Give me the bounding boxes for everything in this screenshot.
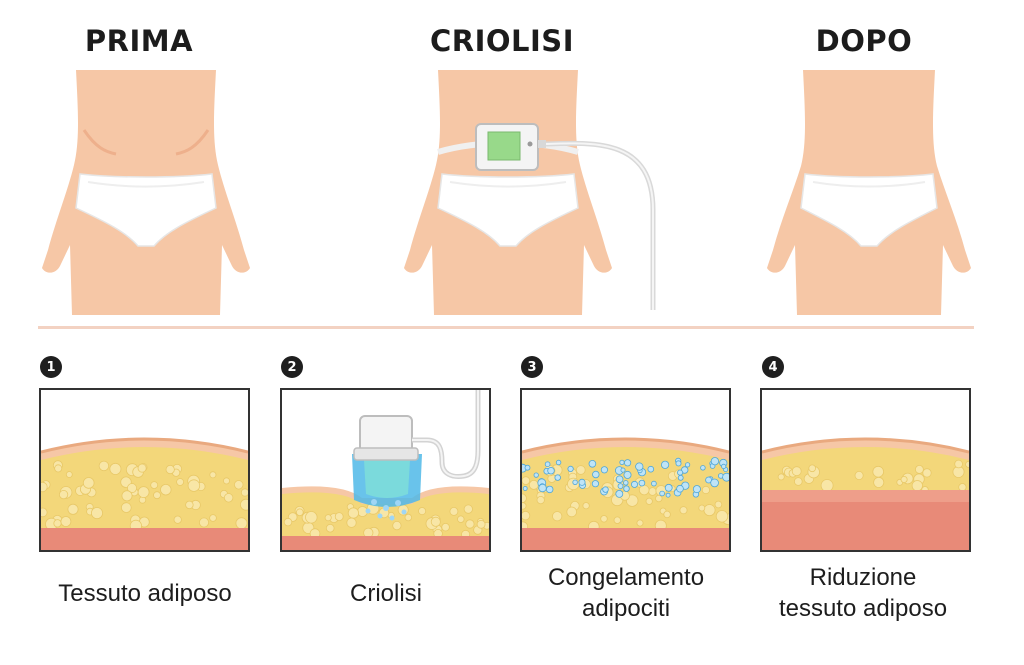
cryo-applicator-icon: [353, 390, 481, 479]
caption-step-1: Tessuto adiposo: [58, 580, 232, 607]
panel-criolisi: [280, 388, 491, 552]
fat-cells-texture: [41, 460, 248, 532]
frozen-cells-texture: [522, 457, 729, 498]
panel-congelamento-adipociti: [520, 388, 731, 552]
torso-before-figure: [42, 70, 250, 315]
heading-criolisi: CRIOLISI: [429, 24, 574, 58]
heading-prima: PRIMA: [84, 24, 194, 58]
heading-dopo: DOPO: [815, 24, 913, 58]
torso-criolisi-figure: [404, 70, 656, 315]
torso-after-figure: [767, 70, 971, 315]
panel-riduzione-tessuto-adiposo: [760, 388, 971, 552]
ice-crystals: [365, 499, 407, 521]
step-number-3: 3: [521, 356, 543, 378]
cryo-device-icon: [475, 123, 546, 171]
caption-step-2: Criolisi: [350, 580, 422, 607]
panel-tessuto-adiposo: [39, 388, 250, 552]
step-number-4: 4: [762, 356, 784, 378]
fat-cells-texture: [777, 459, 969, 494]
caption-step-4: Riduzione tessuto adiposo: [778, 564, 948, 622]
caption-step-3: Congelamento adipociti: [547, 564, 705, 622]
section-divider: [38, 326, 974, 329]
fat-cells-texture: [522, 464, 729, 533]
step-number-1: 1: [40, 356, 62, 378]
step-number-2: 2: [281, 356, 303, 378]
